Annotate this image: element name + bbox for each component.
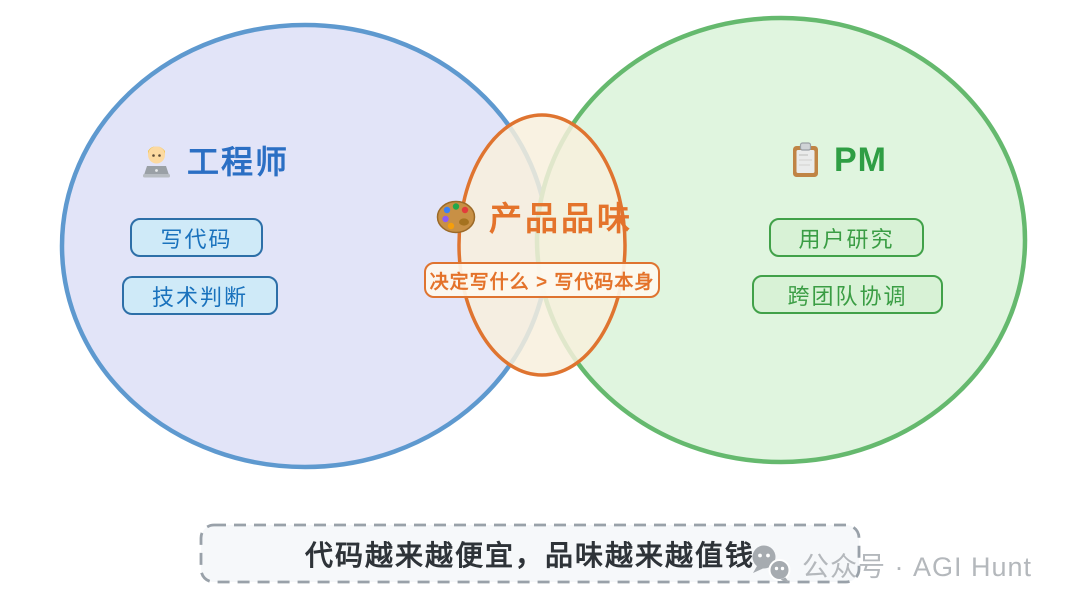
footer-note-label: 代码越来越便宜，品味越来越值钱	[304, 539, 755, 571]
pm-item-user-research: 用户研究	[769, 218, 924, 257]
product-taste-title: 产品品味	[436, 196, 633, 237]
engineer-item-label: 写代码	[160, 226, 233, 252]
footer-note-box	[199, 523, 861, 584]
pm-item-cross-team: 跨团队协调	[752, 275, 943, 314]
pm-title-label: PM	[834, 140, 887, 179]
pm-title: PM	[789, 140, 887, 180]
clipboard-icon	[793, 142, 818, 177]
product-taste-label: 产品品味	[489, 200, 633, 237]
watermark: 公众号 · AGI Hunt	[749, 544, 1032, 584]
technologist-icon	[143, 146, 170, 178]
watermark-label: 公众号 · AGI Hunt	[802, 551, 1033, 582]
engineer-title: 工程师	[138, 140, 289, 180]
wechat-icon	[752, 545, 791, 583]
pm-item-label: 跨团队协调	[787, 283, 908, 309]
product-taste-subtitle: 决定写什么 > 写代码本身	[424, 262, 660, 298]
engineer-title-label: 工程师	[187, 144, 290, 180]
engineer-item-tech-judgment: 技术判断	[122, 276, 278, 315]
pm-item-label: 用户研究	[798, 226, 895, 252]
engineer-item-write-code: 写代码	[130, 218, 263, 257]
product-taste-subtitle-label: 决定写什么 > 写代码本身	[429, 271, 655, 293]
palette-icon	[436, 200, 476, 233]
overlap-ellipse	[457, 113, 627, 377]
engineer-item-label: 技术判断	[151, 284, 248, 310]
footer-note-text: 代码越来越便宜，品味越来越值钱	[201, 525, 859, 582]
